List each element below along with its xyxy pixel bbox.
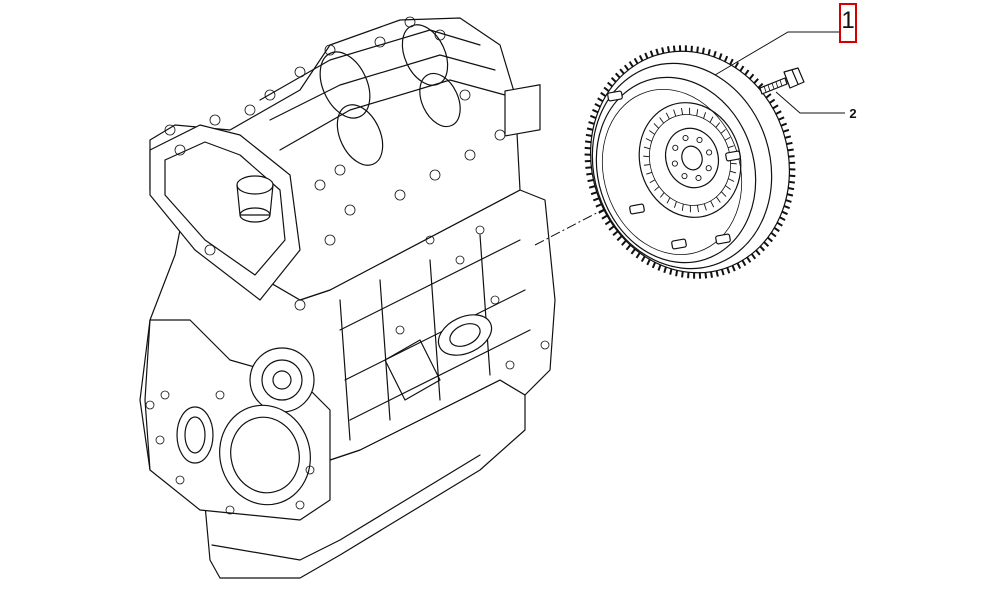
flywheel-drawing <box>584 45 796 279</box>
callout-1-number: 1 <box>841 7 854 34</box>
leader-line-2 <box>775 91 845 114</box>
callout-1-highlight-box <box>839 3 857 43</box>
callout-2-number: 2 <box>849 106 856 121</box>
leader-line-1 <box>714 31 840 76</box>
flywheel-bolt-drawing <box>759 67 805 95</box>
engine-block-drawing <box>139 16 556 579</box>
